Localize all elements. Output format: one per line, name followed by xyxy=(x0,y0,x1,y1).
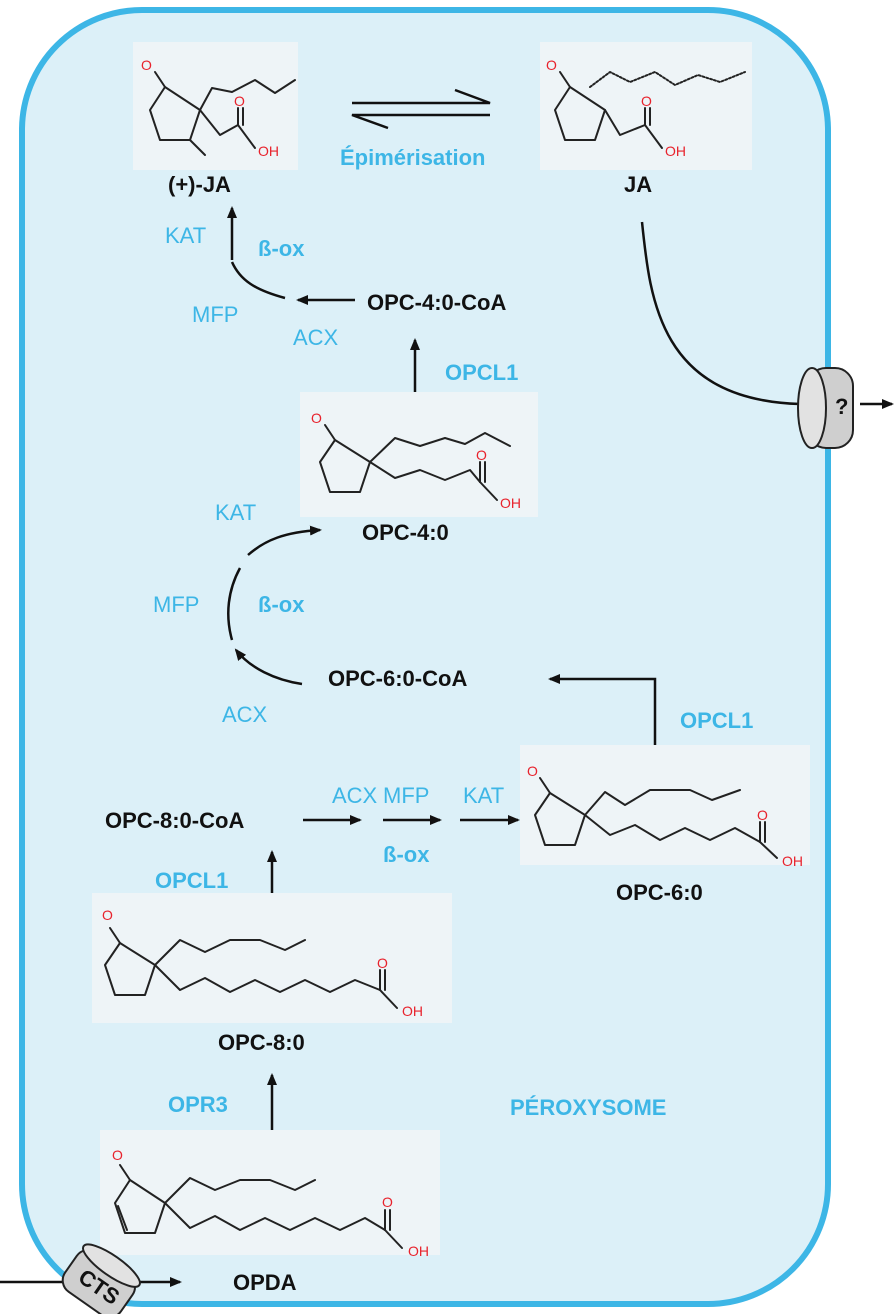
opcl1-label-1: OPCL1 xyxy=(445,360,518,385)
peroxisome-membrane xyxy=(19,7,831,1307)
equilibrium-arrows xyxy=(351,88,491,130)
plus-ja-structure: O O OH xyxy=(133,42,298,170)
kat-label-2: KAT xyxy=(215,500,256,525)
ja-label: JA xyxy=(624,172,652,197)
kat-label-3: KAT xyxy=(463,783,504,808)
oxygen-atom: O xyxy=(641,93,652,109)
opr3-label: OPR3 xyxy=(168,1092,228,1117)
opc60-structure: O O OH xyxy=(520,745,810,869)
acx-arrow-2 xyxy=(234,648,303,686)
unknown-transporter-label: ? xyxy=(835,394,848,419)
kat-label-1: KAT xyxy=(165,223,206,248)
opcl1-arrow-2 xyxy=(548,674,657,760)
ja-export-curve xyxy=(640,221,801,406)
opcl1-label-2: OPCL1 xyxy=(680,708,753,733)
mfp-arrow-2 xyxy=(227,567,242,641)
acx-label-1: ACX xyxy=(293,325,339,350)
opc60-coa-label: OPC-6:0-CoA xyxy=(328,666,467,691)
peroxisome-label: PÉROXYSOME xyxy=(510,1095,666,1120)
beta-ox-label-3: ß-ox xyxy=(383,842,430,867)
hydroxyl-group: OH xyxy=(258,143,279,159)
oxygen-atom: O xyxy=(234,93,245,109)
hydroxyl-group: OH xyxy=(500,495,521,511)
opc80-structure: O O OH xyxy=(92,893,452,1023)
beta-ox-label-1: ß-ox xyxy=(258,236,305,261)
hydroxyl-group: OH xyxy=(408,1243,429,1259)
plus-ja-label: (+)-JA xyxy=(168,172,231,197)
opc40-coa-label: OPC-4:0-CoA xyxy=(367,290,506,315)
oxygen-atom: O xyxy=(141,57,152,73)
opc80-coa-label: OPC-8:0-CoA xyxy=(105,808,244,833)
kat-arrow-2 xyxy=(247,525,322,556)
opc40-label: OPC-4:0 xyxy=(362,520,449,545)
cts-transporter: CTS xyxy=(61,1243,141,1314)
mfp-label-1: MFP xyxy=(192,302,238,327)
oxygen-atom: O xyxy=(377,955,388,971)
oxygen-atom: O xyxy=(311,410,322,426)
oxygen-atom: O xyxy=(546,57,557,73)
acx-label-2: ACX xyxy=(222,702,268,727)
opcl1-label-3: OPCL1 xyxy=(155,868,228,893)
mfp-label-2: MFP xyxy=(153,592,199,617)
hydroxyl-group: OH xyxy=(782,853,803,869)
opc60-label: OPC-6:0 xyxy=(616,880,703,905)
hydroxyl-group: OH xyxy=(665,143,686,159)
oxygen-atom: O xyxy=(476,447,487,463)
unknown-transporter xyxy=(797,367,854,449)
opda-structure: O O OH xyxy=(100,1130,440,1259)
oxygen-atom: O xyxy=(102,907,113,923)
oxygen-atom: O xyxy=(757,807,768,823)
beta-ox-label-2: ß-ox xyxy=(258,592,305,617)
acx-label-3: ACX xyxy=(332,783,378,808)
oxygen-atom: O xyxy=(382,1194,393,1210)
ja-structure: O O OH xyxy=(540,42,752,170)
epimerisation-label: Épimérisation xyxy=(340,145,485,170)
oxygen-atom: O xyxy=(527,763,538,779)
opc40-structure: O O OH xyxy=(300,392,538,517)
hydroxyl-group: OH xyxy=(402,1003,423,1019)
opc80-label: OPC-8:0 xyxy=(218,1030,305,1055)
mfp-label-3: MFP xyxy=(383,783,429,808)
mfp-arrow-1 xyxy=(230,261,286,300)
oxygen-atom: O xyxy=(112,1147,123,1163)
opda-label: OPDA xyxy=(233,1270,297,1295)
